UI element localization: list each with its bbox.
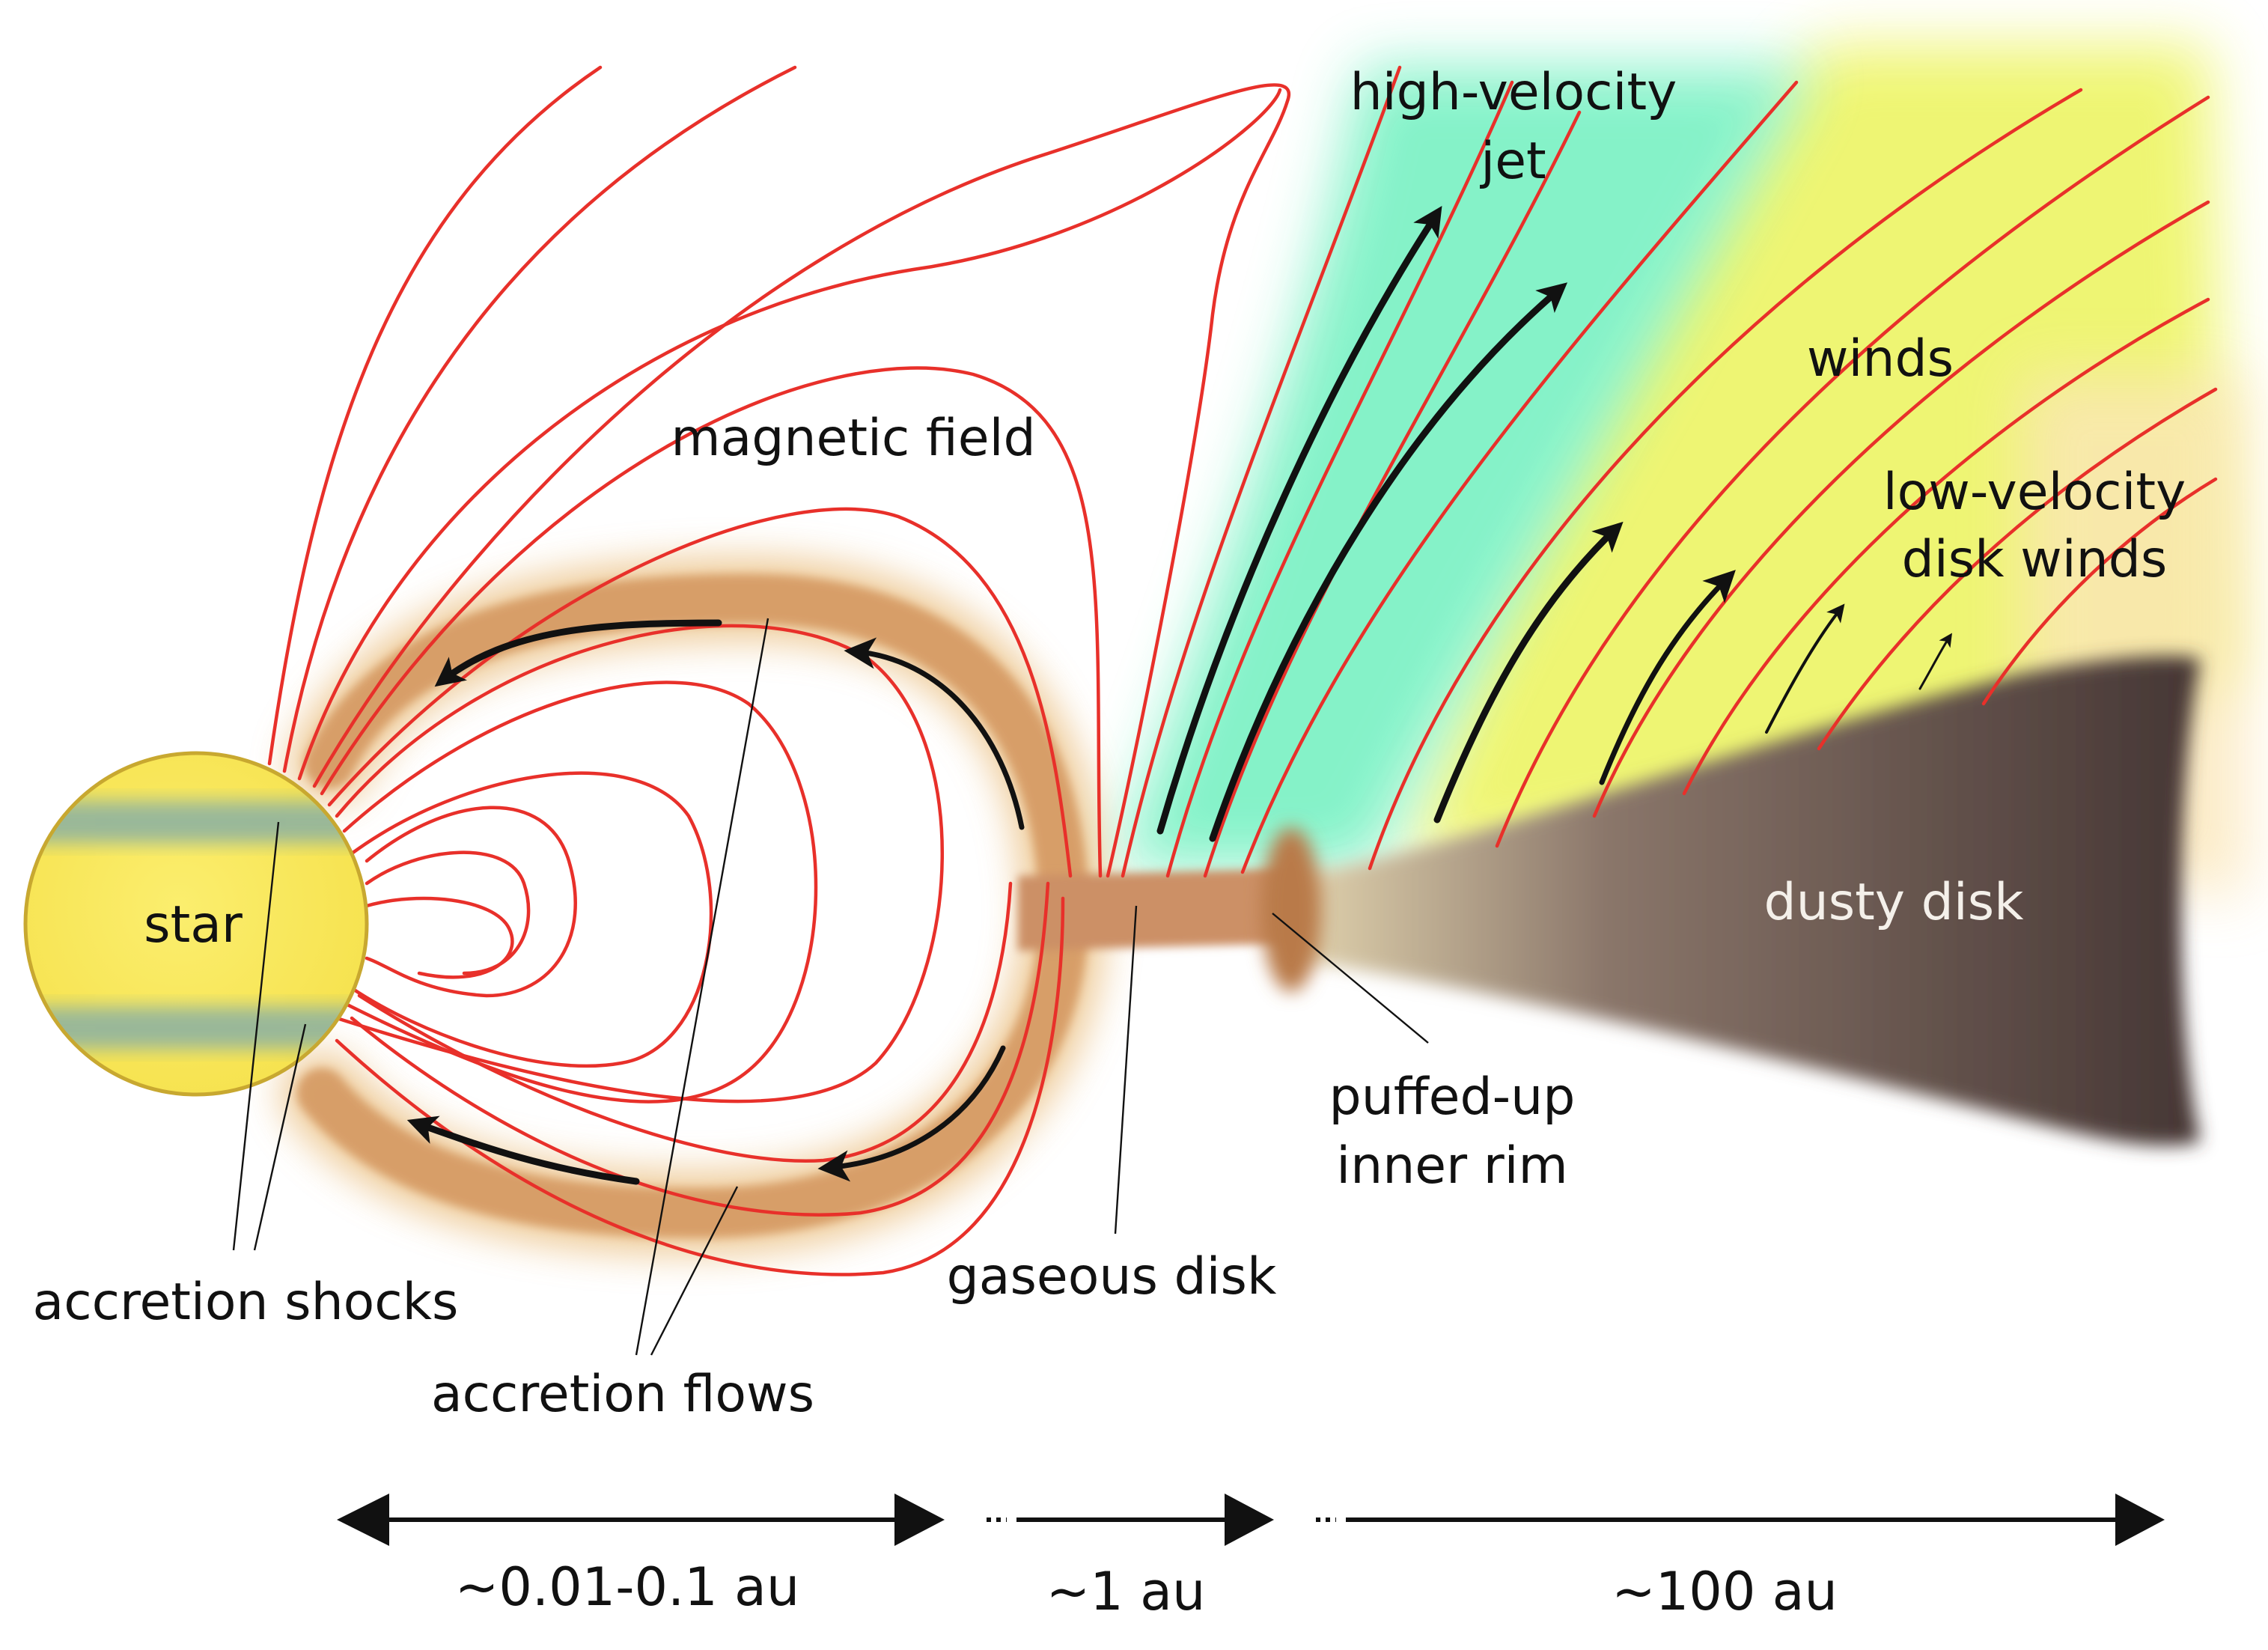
label-inner-rim-line1: puffed-up bbox=[1329, 1068, 1576, 1127]
star bbox=[23, 751, 369, 1097]
wind-arrow-3 bbox=[1765, 603, 1845, 734]
label-star: star bbox=[144, 895, 243, 955]
label-accretion-shocks: accretion shocks bbox=[33, 1273, 459, 1332]
label-jet-line2: jet bbox=[1479, 132, 1546, 191]
label-dusty-disk: dusty disk bbox=[1764, 873, 2024, 932]
scale-arrow-2 bbox=[987, 1494, 1274, 1546]
scale-arrow-3 bbox=[1316, 1494, 2165, 1546]
label-gaseous-disk: gaseous disk bbox=[947, 1247, 1277, 1306]
jet-arrow-1 bbox=[1156, 206, 1442, 835]
label-disk-winds-line2: disk winds bbox=[1902, 530, 2168, 589]
scale-bar: ~0.01-0.1 au ~1 au ~100 au bbox=[337, 1494, 2165, 1622]
label-inner-rim-line2: inner rim bbox=[1336, 1136, 1568, 1196]
wind-arrow-4 bbox=[1918, 633, 1952, 690]
label-disk-winds-line1: low-velocity bbox=[1883, 463, 2186, 522]
accretion-arrow-bottom-left bbox=[406, 1115, 640, 1185]
wind-arrow-1 bbox=[1433, 521, 1624, 824]
label-jet-line1: high-velocity bbox=[1350, 63, 1677, 122]
label-winds: winds bbox=[1807, 329, 1954, 389]
magnetic-field-lines bbox=[267, 65, 2218, 1276]
accretion-arrow-bottom-right bbox=[817, 1045, 1006, 1182]
label-magnetic-field: magnetic field bbox=[671, 409, 1035, 468]
accretion-arrow-top-right bbox=[844, 637, 1025, 830]
scale-label-2: ~1 au bbox=[1046, 1561, 1206, 1622]
label-accretion-flows: accretion flows bbox=[431, 1365, 814, 1424]
scale-label-1: ~0.01-0.1 au bbox=[455, 1556, 800, 1618]
scale-arrow-1 bbox=[337, 1494, 945, 1546]
inner-rim bbox=[1261, 827, 1321, 992]
accretion-arrow-top-left bbox=[434, 619, 722, 687]
wind-arrow-2 bbox=[1599, 570, 1736, 785]
dusty-disk bbox=[1287, 656, 2201, 1146]
gaseous-disk bbox=[1018, 868, 1295, 951]
flow-arrows bbox=[406, 206, 1952, 1185]
jet-arrow-2 bbox=[1209, 282, 1568, 842]
scale-label-3: ~100 au bbox=[1612, 1561, 1838, 1622]
leader-lines bbox=[232, 618, 1429, 1356]
